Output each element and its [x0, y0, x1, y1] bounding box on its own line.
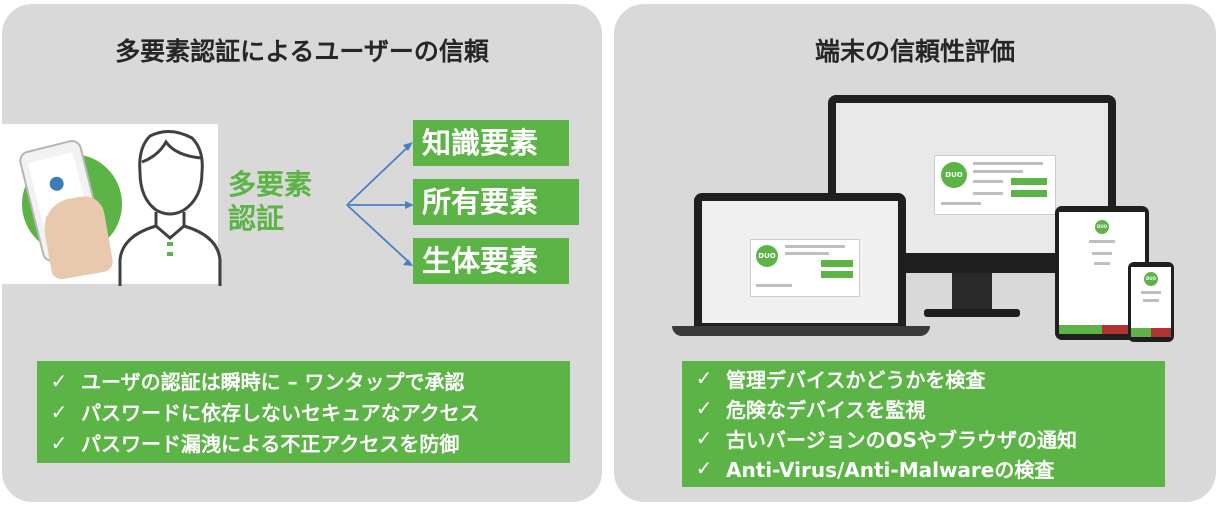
duo-line [1141, 291, 1161, 294]
phone-approval-illustration [0, 124, 218, 284]
duo-prompt-graphic: DUO [750, 239, 860, 297]
list-item: ✓ 危険なデバイスを監視 [682, 393, 1165, 423]
laptop-base [672, 326, 930, 336]
check-icon: ✓ [695, 366, 713, 390]
deny-bar [1102, 325, 1145, 334]
factor-inherence: 生体要素 [413, 238, 569, 284]
list-item-text: ユーザの認証は瞬時に – ワンタップで承認 [81, 370, 465, 394]
mfa-label: 多要素 認証 [228, 168, 312, 236]
duo-line [785, 252, 829, 255]
check-icon: ✓ [695, 456, 713, 480]
list-item-text: Anti-Virus/Anti-Malwareの検査 [726, 457, 1055, 482]
list-item-text: 古いバージョンのOSやブラウザの通知 [726, 427, 1078, 452]
duo-line [1089, 240, 1115, 243]
phone-avatar-dot [48, 175, 66, 193]
duo-call-button-graphic [1011, 190, 1047, 197]
mfa-label-line-2: 認証 [228, 202, 285, 235]
duo-logo: DUO [1144, 272, 1158, 286]
duo-logo: DUO [1095, 220, 1109, 234]
mfa-panel-title: 多要素認証によるユーザーの信頼 [115, 37, 489, 66]
list-item-text: パスワード漏洩による不正アクセスを防御 [81, 432, 460, 456]
approve-bar [1059, 325, 1102, 334]
duo-line [973, 162, 1043, 165]
mfa-benefits-list: ✓ ユーザの認証は瞬時に – ワンタップで承認 ✓ パスワードに依存しないセキュ… [37, 361, 570, 463]
check-icon: ✓ [50, 430, 68, 455]
duo-line [785, 245, 845, 248]
list-item: ✓ 古いバージョンのOSやブラウザの通知 [682, 423, 1165, 453]
deny-bar [1151, 328, 1171, 337]
list-item: ✓ 管理デバイスかどうかを検査 [682, 363, 1165, 393]
duo-line [973, 170, 1023, 173]
duo-line [973, 180, 1003, 183]
duo-line [1092, 252, 1112, 255]
monitor-stand [952, 273, 992, 311]
duo-line [973, 192, 1003, 195]
duo-line [756, 284, 792, 287]
laptop-icon: DUO [694, 193, 906, 327]
list-item-text: パスワードに依存しないセキュアなアクセス [81, 401, 480, 425]
smartphone-icon: DUO [1128, 262, 1174, 342]
check-icon: ✓ [695, 426, 713, 450]
list-item-text: 管理デバイスかどうかを検査 [726, 367, 986, 392]
factor-knowledge: 知識要素 [413, 120, 569, 166]
list-item: ✓ パスワード漏洩による不正アクセスを防御 [37, 427, 570, 458]
device-trust-panel-title: 端末の信頼性評価 [814, 37, 1015, 66]
list-item: ✓ Anti-Virus/Anti-Malwareの検査 [682, 453, 1165, 483]
user-icon [118, 130, 222, 286]
duo-line [941, 202, 981, 205]
duo-logo: DUO [756, 245, 778, 267]
duo-send-push-button-graphic [821, 260, 853, 267]
device-checks-list: ✓ 管理デバイスかどうかを検査 ✓ 危険なデバイスを監視 ✓ 古いバージョンのO… [682, 361, 1165, 487]
factor-possession: 所有要素 [413, 179, 579, 225]
duo-line [1094, 262, 1110, 265]
smartphone-screen: DUO [1131, 267, 1171, 337]
branch-arrows [346, 142, 414, 266]
check-icon: ✓ [50, 368, 68, 393]
monitor-base [924, 309, 1020, 317]
list-item-text: 危険なデバイスを監視 [726, 397, 926, 422]
duo-logo: DUO [941, 162, 967, 188]
mfa-label-line-1: 多要素 [228, 168, 313, 201]
approve-bar [1131, 328, 1151, 337]
check-icon: ✓ [50, 399, 68, 424]
duo-call-button-graphic [821, 271, 853, 278]
duo-send-push-button-graphic [1011, 178, 1047, 185]
list-item: ✓ ユーザの認証は瞬時に – ワンタップで承認 [37, 365, 570, 396]
check-icon: ✓ [695, 396, 713, 420]
list-item: ✓ パスワードに依存しないセキュアなアクセス [37, 396, 570, 427]
duo-prompt-graphic: DUO [934, 155, 1056, 215]
laptop-screen: DUO [702, 201, 898, 323]
duo-line [1143, 299, 1159, 302]
